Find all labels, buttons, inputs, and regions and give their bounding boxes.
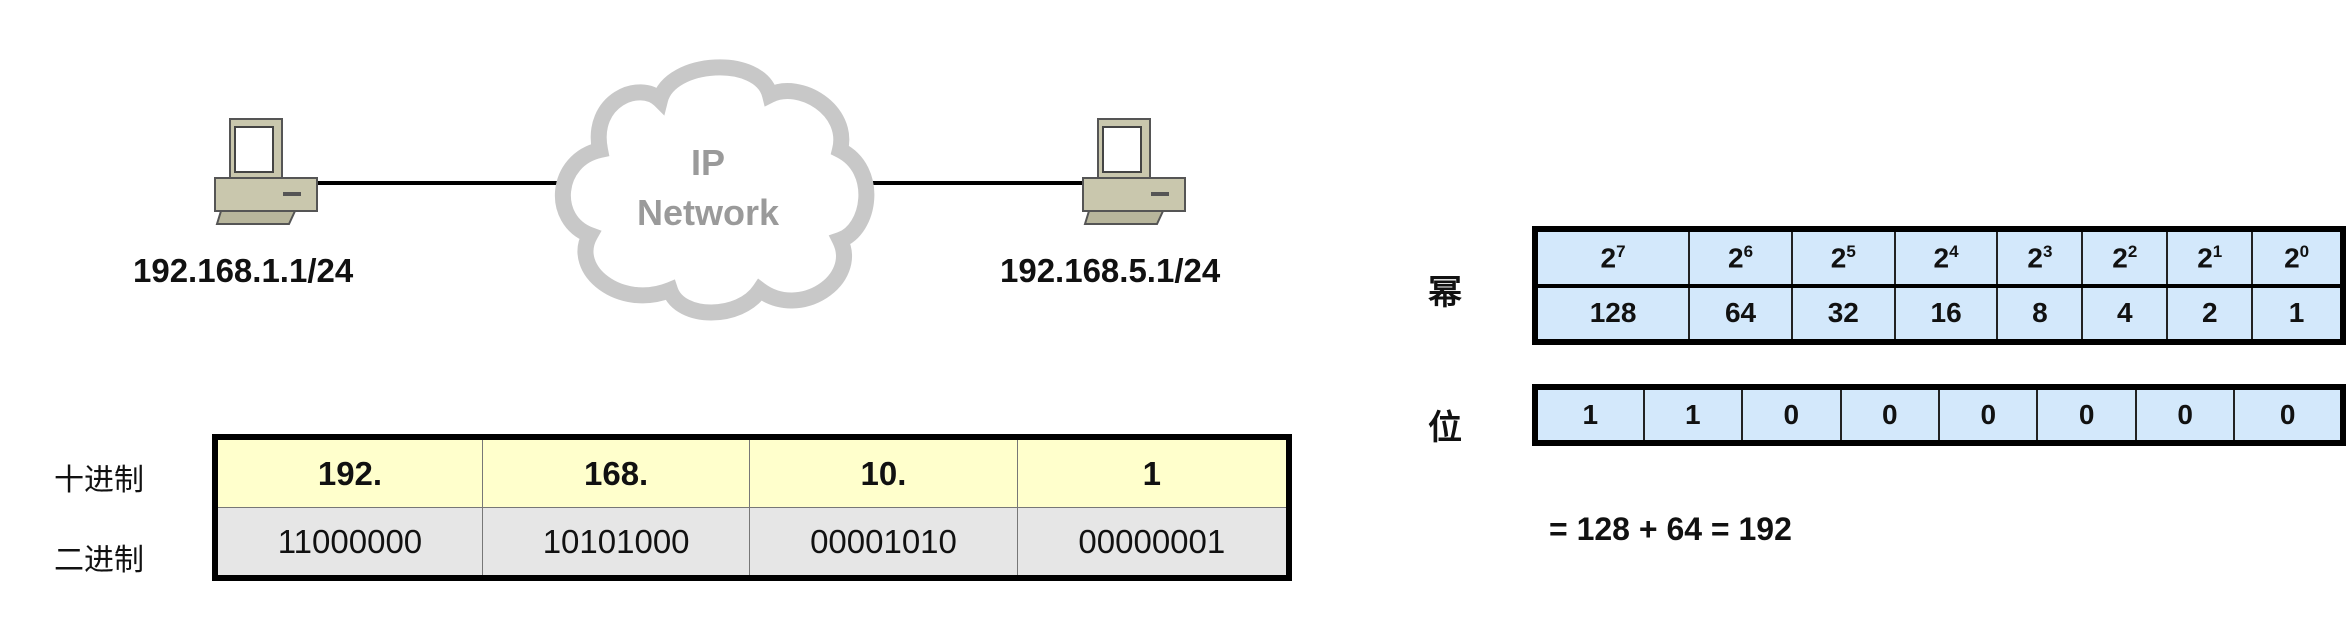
bit-cell: 0 xyxy=(1741,386,1842,444)
power-label: 幂 xyxy=(1428,274,1462,312)
power-cell: 26 xyxy=(1688,228,1793,288)
left-host-ip: 192.168.1.1/24 xyxy=(133,252,354,289)
value-cell: 1 xyxy=(2251,284,2344,344)
binary-row: 11000000 10101000 00001010 00000001 xyxy=(214,507,1290,579)
decimal-cell: 168. xyxy=(481,436,751,508)
power-base: 2 xyxy=(1830,242,1847,274)
power-exponent: 0 xyxy=(2299,241,2310,261)
computer-icon-right xyxy=(1082,118,1186,225)
value-cell: 32 xyxy=(1790,284,1896,344)
bit-cell: 0 xyxy=(2134,386,2236,444)
value-cell: 64 xyxy=(1688,284,1793,344)
decimal-cell: 10. xyxy=(749,436,1018,508)
decimal-cell: 192. xyxy=(214,436,483,508)
power-base: 2 xyxy=(2284,242,2300,274)
power-exponent: 6 xyxy=(1743,241,1754,261)
power-base: 2 xyxy=(1727,242,1744,274)
power-cell: 24 xyxy=(1893,228,1999,288)
value-cell: 128 xyxy=(1533,284,1691,344)
cloud-icon xyxy=(554,59,875,321)
computer-icon-left xyxy=(214,118,318,225)
cloud-label-network: Network xyxy=(636,192,780,233)
binary-cell: 10101000 xyxy=(481,507,751,579)
cloud-label-ip: IP xyxy=(690,142,725,183)
bit-cell: 0 xyxy=(2036,386,2137,444)
value-cell: 2 xyxy=(2166,284,2254,344)
decimal-cell: 1 xyxy=(1016,436,1290,508)
value-cell: 4 xyxy=(2081,284,2169,344)
power-exponent: 5 xyxy=(1846,241,1856,261)
power-base: 2 xyxy=(1600,242,1617,274)
power-base: 2 xyxy=(2027,242,2043,274)
power-base: 2 xyxy=(2197,242,2213,274)
power-exponent: 7 xyxy=(1616,241,1626,261)
bit-cell: 0 xyxy=(1839,386,1940,444)
sum-formula: = 128 + 64 = 192 xyxy=(1549,511,1792,547)
network-diagram xyxy=(214,59,1186,321)
power-cell: 20 xyxy=(2251,228,2344,288)
bit-cell: 0 xyxy=(1937,386,2039,444)
bit-cell: 1 xyxy=(1534,386,1645,444)
power-cell: 27 xyxy=(1533,228,1691,288)
binary-cell: 00001010 xyxy=(749,507,1018,579)
value-cell: 8 xyxy=(1996,284,2084,344)
power-exponent: 1 xyxy=(2212,241,2223,261)
value-cell: 16 xyxy=(1893,284,1999,344)
power-base: 2 xyxy=(2112,242,2128,274)
power-exponent: 4 xyxy=(1949,241,1959,261)
power-cell: 21 xyxy=(2166,228,2254,288)
binary-cell: 00000001 xyxy=(1016,507,1290,579)
power-cell: 23 xyxy=(1996,228,2084,288)
bit-cell: 1 xyxy=(1642,386,1744,444)
power-cell: 22 xyxy=(2081,228,2169,288)
bit-label: 位 xyxy=(1428,409,1462,447)
power-base: 2 xyxy=(1933,242,1950,274)
row-label-decimal: 十进制 xyxy=(54,464,144,497)
power-exponent: 3 xyxy=(2042,241,2053,261)
decimal-binary-table: 192. 168. 10. 1 11000000 10101000 000010… xyxy=(212,434,1292,581)
power-exponent: 2 xyxy=(2127,241,2138,261)
row-label-binary: 二进制 xyxy=(54,544,144,577)
decimal-row: 192. 168. 10. 1 xyxy=(214,436,1290,508)
power-cell: 25 xyxy=(1790,228,1896,288)
binary-cell: 11000000 xyxy=(214,507,483,579)
bit-cell: 0 xyxy=(2233,386,2344,444)
right-host-ip: 192.168.5.1/24 xyxy=(1000,252,1221,289)
